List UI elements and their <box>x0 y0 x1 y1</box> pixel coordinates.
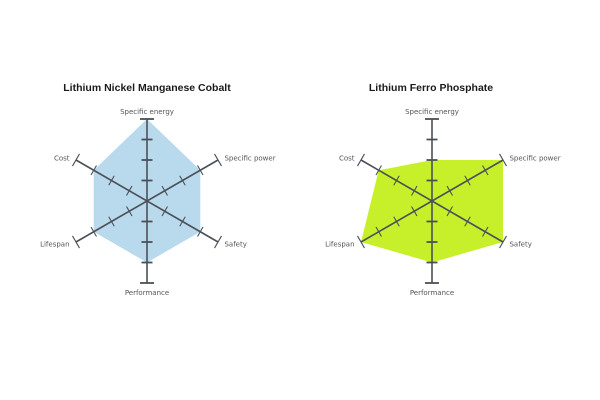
chart-title-nmc: Lithium Nickel Manganese Cobalt <box>63 82 231 94</box>
axis-tick <box>464 216 471 227</box>
axis-line <box>360 159 504 243</box>
axis-tick <box>214 235 222 249</box>
axis-tick <box>197 226 204 237</box>
axis-tick <box>108 216 115 227</box>
axis-tick <box>108 175 115 186</box>
axis-tick <box>126 185 133 196</box>
axis-tick <box>90 165 97 176</box>
axis-label-safety: Safety <box>509 241 531 249</box>
chart-title-lfp: Lithium Ferro Phosphate <box>368 82 494 94</box>
axis-tick <box>393 175 400 186</box>
axis-label-specific-power: Specific power <box>509 155 560 163</box>
axis-label-lifespan: Lifespan <box>40 241 69 249</box>
axis-tick <box>446 185 453 196</box>
axis-label-performance: Performance <box>410 289 454 297</box>
axis-label-lifespan: Lifespan <box>325 241 354 249</box>
axis-label-specific-energy: Specific energy <box>405 108 459 116</box>
axis-tick <box>411 185 418 196</box>
axis-tick <box>161 185 168 196</box>
axis-label-cost: Cost <box>54 155 70 163</box>
axis-tick <box>197 165 204 176</box>
axis-tick <box>499 153 507 167</box>
axis-line <box>75 159 219 243</box>
axis-tick <box>375 226 382 237</box>
axis-tick <box>161 206 168 217</box>
axis-tick <box>411 206 418 217</box>
axis-label-specific-power: Specific power <box>224 155 275 163</box>
axis-tick <box>482 165 489 176</box>
axis-tick <box>72 153 80 167</box>
axis-tick <box>499 235 507 249</box>
axis-tick <box>72 235 80 249</box>
axis-tick <box>179 216 186 227</box>
axis-label-cost: Cost <box>339 155 355 163</box>
axis-tick <box>214 153 222 167</box>
axis-tick <box>357 235 365 249</box>
axis-label-performance: Performance <box>125 289 169 297</box>
axis-tick <box>393 216 400 227</box>
axis-tick <box>464 175 471 186</box>
axis-label-specific-energy: Specific energy <box>120 108 174 116</box>
axis-tick <box>179 175 186 186</box>
axis-tick <box>375 165 382 176</box>
axis-tick <box>446 206 453 217</box>
axis-label-safety: Safety <box>224 241 246 249</box>
axis-tick <box>90 226 97 237</box>
axis-tick <box>482 226 489 237</box>
axis-tick <box>126 206 133 217</box>
axis-tick <box>357 153 365 167</box>
